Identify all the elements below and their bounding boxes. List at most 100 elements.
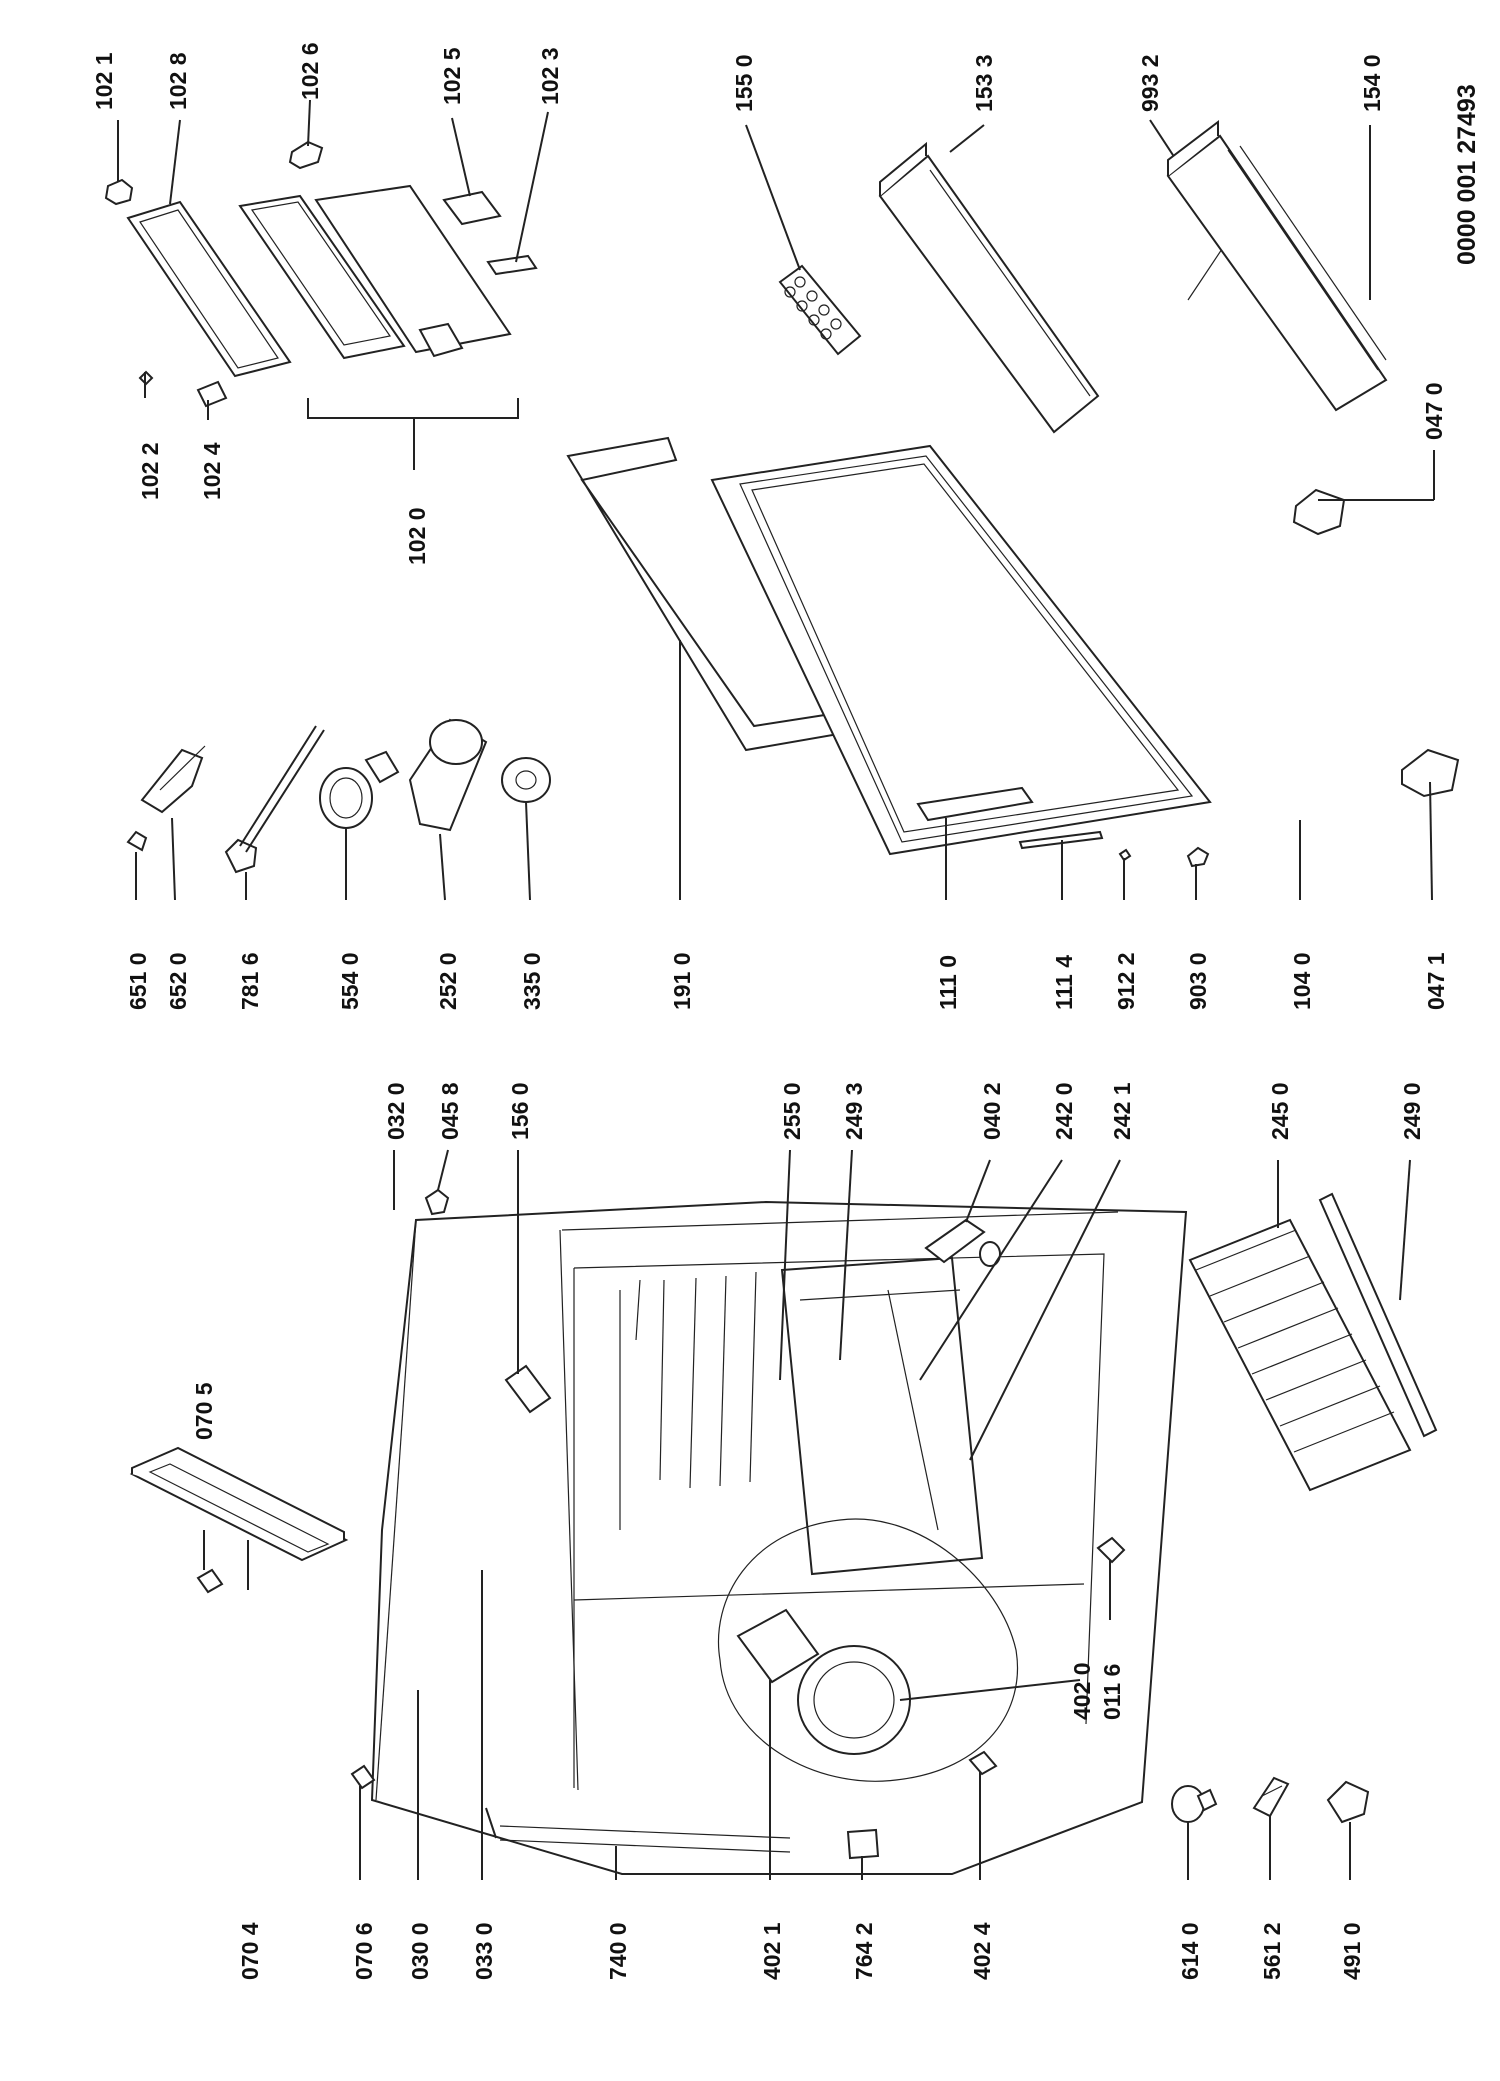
part-label-070-5: 070 5	[191, 1382, 217, 1440]
part-912-2-drawing	[1118, 848, 1132, 900]
part-label-156-0: 156 0	[507, 1082, 533, 1140]
part-label-554-0: 554 0	[337, 952, 363, 1010]
part-label-561-2: 561 2	[1259, 1922, 1285, 1980]
part-402-0-drawing	[899, 1679, 1081, 1701]
part-label-249-0: 249 0	[1399, 1082, 1425, 1140]
part-040-2-drawing	[924, 1159, 1001, 1267]
part-155-0-drawing	[745, 124, 862, 356]
part-label-102-2: 102 2	[137, 442, 163, 500]
part-label-614-0: 614 0	[1177, 1922, 1203, 1980]
part-label-912-2: 912 2	[1113, 952, 1139, 1010]
part-label-102-6: 102 6	[297, 42, 323, 100]
part-label-102-8: 102 8	[165, 52, 191, 110]
part-242-0-drawing	[919, 1159, 1063, 1381]
part-label-153-3: 153 3	[971, 54, 997, 112]
part-740-0-drawing	[485, 1807, 791, 1880]
part-102-6-drawing	[288, 99, 324, 170]
part-label-032-0: 032 0	[383, 1082, 409, 1140]
part-561-2-drawing	[1252, 1776, 1290, 1880]
part-102-1-drawing	[104, 120, 134, 206]
part-label-102-5: 102 5	[439, 47, 465, 105]
part-label-993-2: 993 2	[1137, 54, 1163, 112]
part-label-402-4: 402 4	[969, 1922, 995, 1980]
part-903-0-drawing	[1186, 846, 1210, 900]
part-614-0-drawing	[1171, 1785, 1218, 1880]
compressor-cutout	[717, 1518, 1018, 1782]
part-label-102-4: 102 4	[199, 442, 225, 500]
part-111-4-drawing	[1018, 830, 1104, 900]
part-label-191-0: 191 0	[669, 952, 695, 1010]
part-242-1-drawing	[969, 1159, 1121, 1461]
part-651-0-drawing	[126, 830, 148, 900]
part-label-242-0: 242 0	[1051, 1082, 1077, 1140]
part-label-040-2: 040 2	[979, 1082, 1005, 1140]
part-label-903-0: 903 0	[1185, 952, 1211, 1010]
part-554-0-drawing	[319, 750, 400, 900]
part-045-8-drawing	[424, 1149, 450, 1216]
part-label-651-0: 651 0	[125, 952, 151, 1010]
part-label-252-0: 252 0	[435, 952, 461, 1010]
part-255-0-drawing	[779, 1149, 791, 1381]
part-label-011-6: 011 6	[1099, 1664, 1125, 1720]
part-label-047-1: 047 1	[1423, 952, 1449, 1010]
part-102-2-drawing	[138, 370, 154, 398]
part-102-4-drawing	[196, 380, 228, 420]
part-153-3-drawing	[878, 124, 1100, 434]
part-label-249-3: 249 3	[841, 1082, 867, 1140]
part-label-154-0: 154 0	[1359, 54, 1385, 112]
part-491-0-drawing	[1326, 1780, 1370, 1880]
part-249-0-drawing	[1318, 1159, 1438, 1438]
part-label-740-0: 740 0	[605, 1922, 631, 1980]
part-label-155-0: 155 0	[731, 54, 757, 112]
part-label-242-1: 242 1	[1109, 1082, 1135, 1140]
part-070-5-drawing	[196, 1530, 224, 1594]
part-070-4-drawing	[129, 1446, 349, 1590]
part-label-102-3: 102 3	[537, 47, 563, 105]
part-label-491-0: 491 0	[1339, 1922, 1365, 1980]
part-104-0-drawing	[710, 444, 1301, 900]
part-764-2-drawing	[846, 1828, 880, 1880]
part-249-3-drawing	[839, 1149, 853, 1361]
part-label-111-4: 111 4	[1051, 955, 1077, 1010]
part-label-764-2: 764 2	[851, 1922, 877, 1980]
part-154-0-drawing	[1166, 119, 1388, 412]
part-label-070-4: 070 4	[237, 1922, 263, 1980]
part-label-070-6: 070 6	[351, 1922, 377, 1980]
part-label-335-0: 335 0	[519, 952, 545, 1010]
part-047-1-drawing	[1401, 748, 1460, 901]
part-070-6-drawing	[350, 1764, 376, 1880]
part-label-047-0: 047 0	[1421, 382, 1447, 440]
part-191-0-drawing	[566, 436, 852, 900]
part-label-045-8: 045 8	[437, 1082, 463, 1140]
part-label-104-0: 104 0	[1289, 952, 1315, 1010]
part-252-0-drawing	[408, 718, 488, 901]
part-label-781-6: 781 6	[237, 952, 263, 1010]
part-652-0-drawing	[140, 745, 206, 901]
part-245-0-drawing	[1188, 1160, 1412, 1492]
crisper-drawer	[780, 1256, 984, 1576]
part-335-0-drawing	[501, 757, 551, 901]
part-label-652-0: 652 0	[165, 952, 191, 1010]
part-781-6-drawing	[224, 725, 325, 900]
part-label-102-1: 102 1	[91, 52, 117, 110]
part-156-0-drawing	[504, 1150, 552, 1414]
part-102-0-assembly-drawing	[238, 184, 538, 360]
part-011-6-drawing	[1096, 1536, 1126, 1620]
cabinet-body-drawing	[370, 1200, 1188, 1875]
part-label-102-0: 102 0	[404, 507, 430, 565]
part-102-3-drawing	[515, 111, 549, 263]
part-label-030-0: 030 0	[407, 1922, 433, 1980]
part-102-0-bracket	[307, 398, 519, 470]
part-label-245-0: 245 0	[1267, 1082, 1293, 1140]
part-402-4-drawing	[968, 1750, 998, 1880]
drawing-code: 0000 001 27493	[1453, 84, 1481, 265]
part-102-8-drawing	[126, 119, 292, 378]
part-label-033-0: 033 0	[471, 1922, 497, 1980]
part-label-402-1: 402 1	[759, 1922, 785, 1980]
part-047-0-drawing	[1292, 450, 1435, 536]
cabinet-shelves	[619, 1271, 757, 1530]
part-111-0-drawing	[916, 786, 1034, 900]
part-label-255-0: 255 0	[779, 1082, 805, 1140]
part-label-402-0: 402 0	[1069, 1662, 1095, 1720]
